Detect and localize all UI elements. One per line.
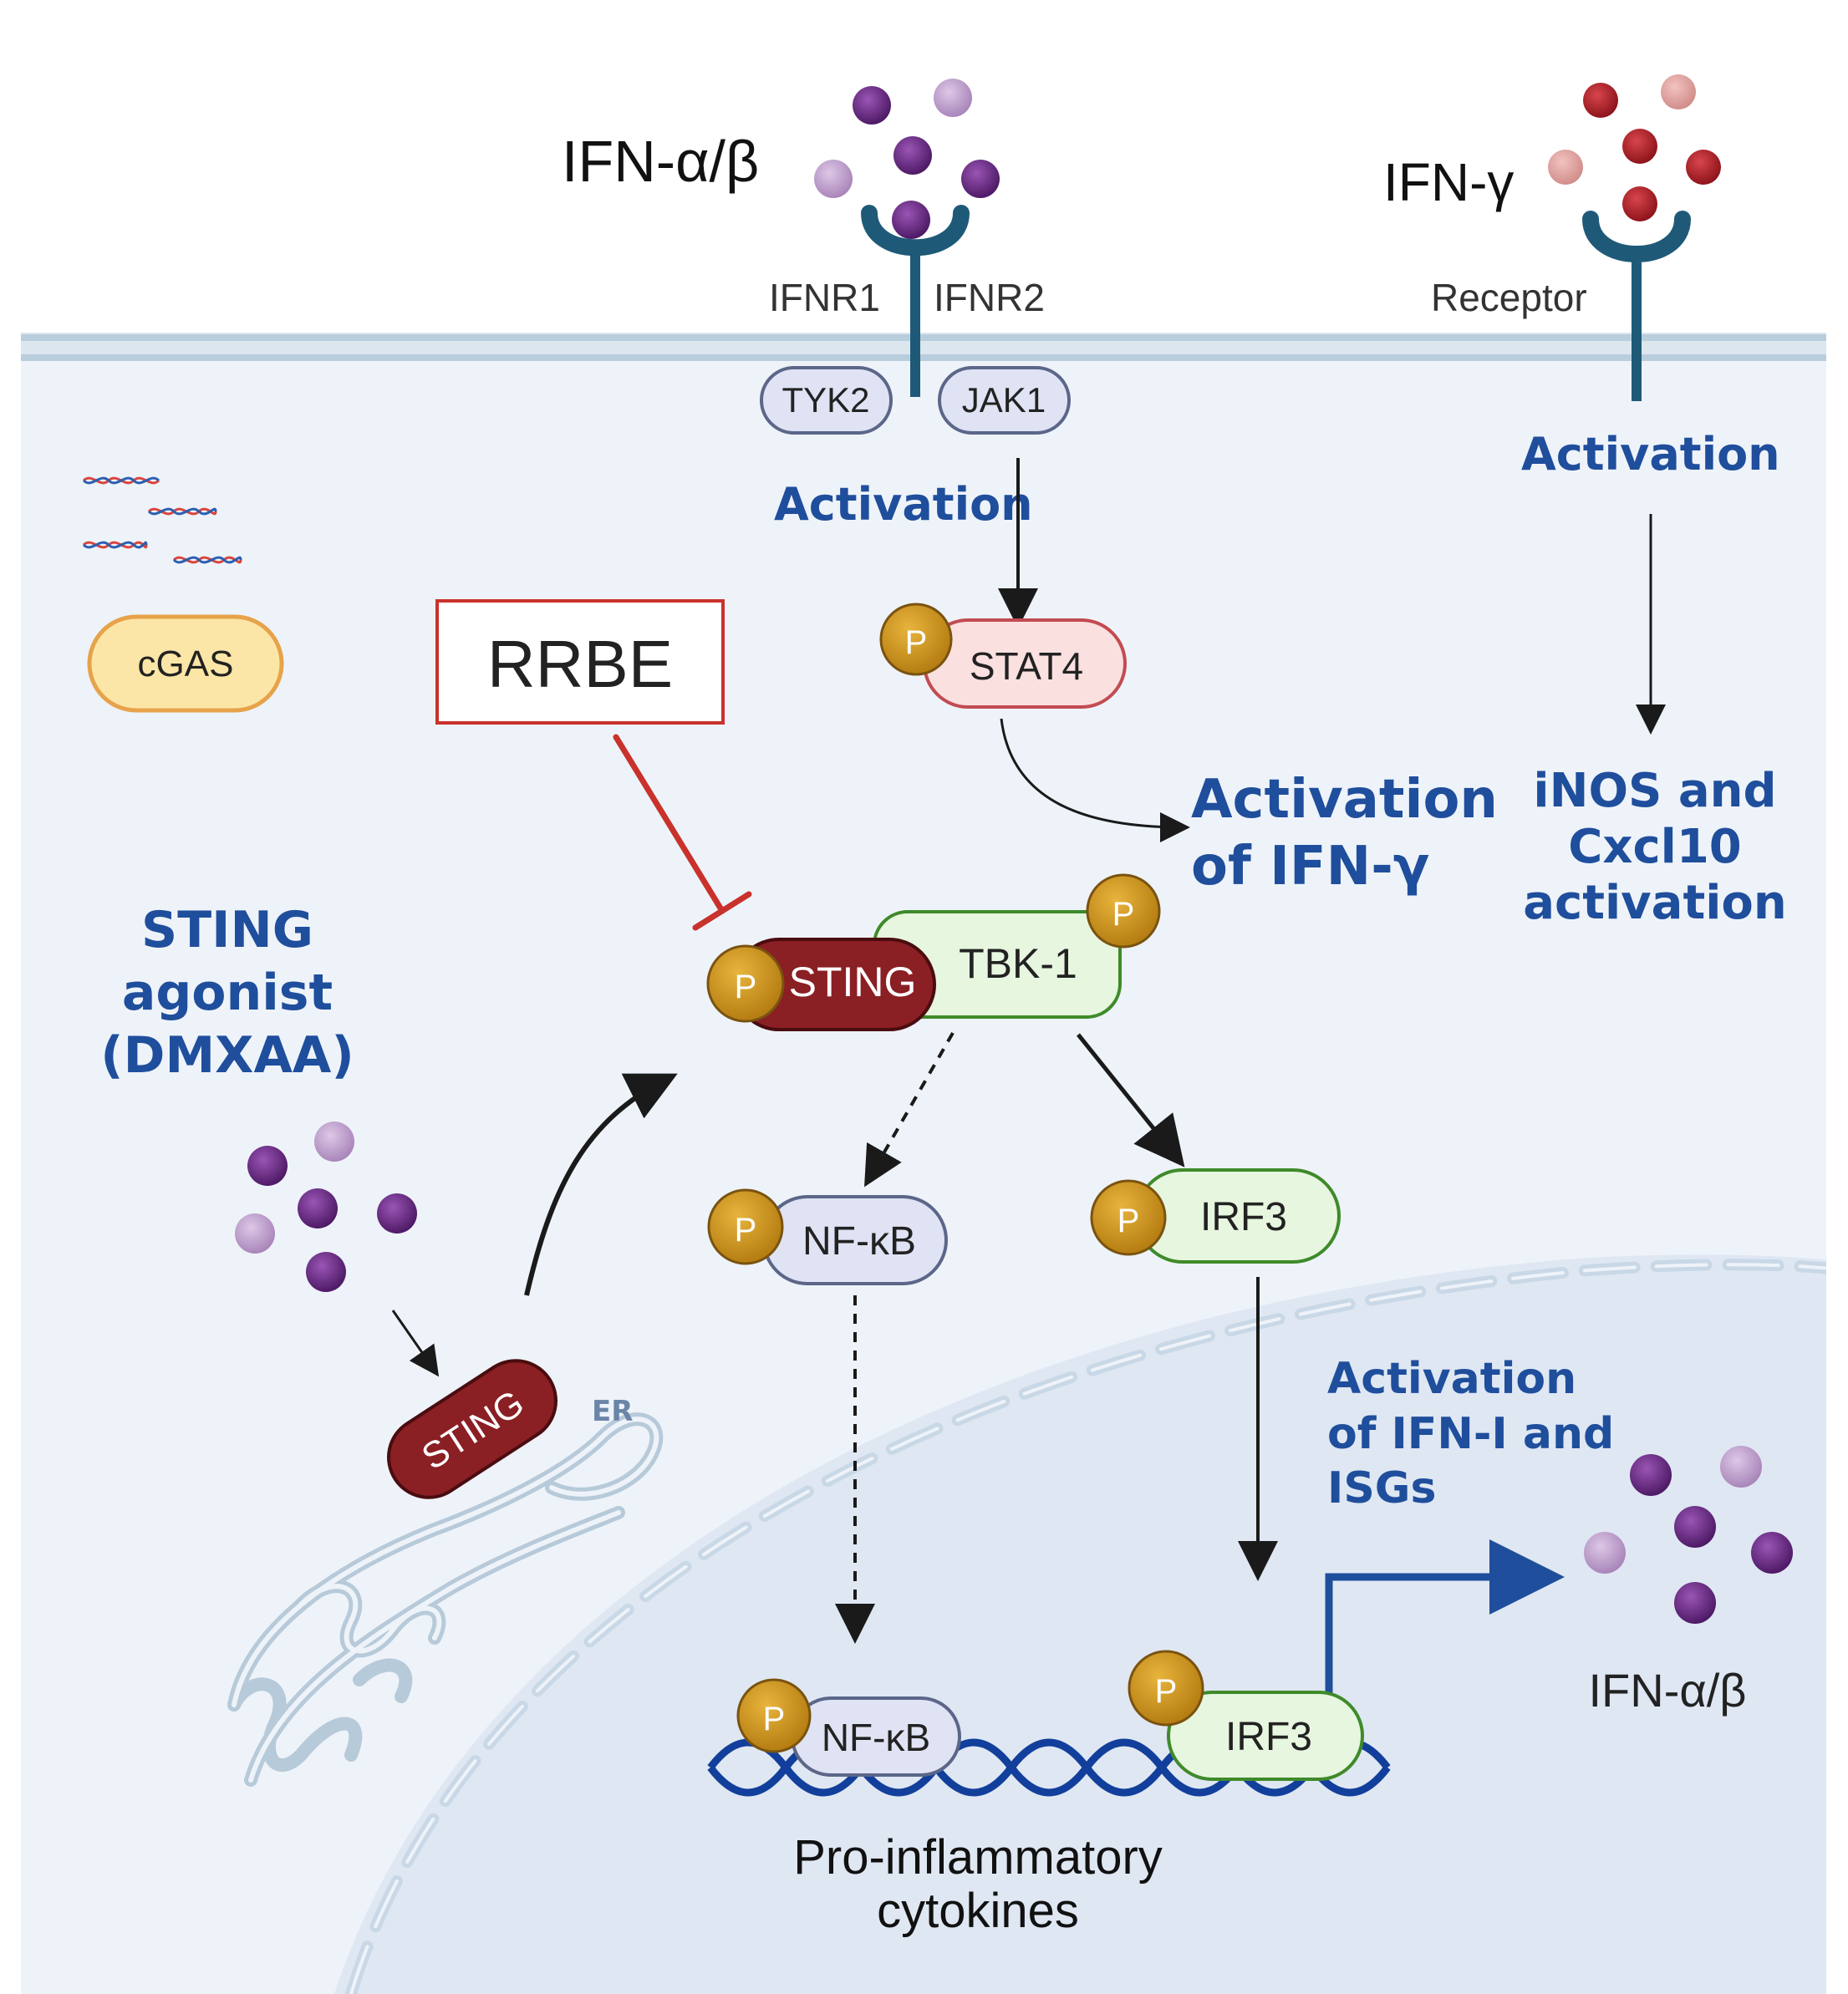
svg-text:cGAS: cGAS (138, 643, 234, 684)
er-label: ER (592, 1395, 633, 1428)
cgas-protein: cGAS (87, 614, 284, 713)
svg-text:P: P (763, 1701, 786, 1737)
phospho-group-icon: P (879, 603, 953, 676)
svg-text:TBK-1: TBK-1 (959, 940, 1077, 987)
svg-text:(DMXAA): (DMXAA) (100, 1026, 354, 1085)
ifn-output-particle-icon (1584, 1446, 1793, 1624)
svg-text:P: P (735, 1212, 757, 1249)
plasma-membrane (21, 333, 1826, 361)
svg-text:JAK1: JAK1 (962, 380, 1046, 420)
svg-text:IRF3: IRF3 (1225, 1715, 1312, 1759)
pro-inflammatory-label: Pro-inflammatory cytokines (793, 1830, 1163, 1938)
svg-text:agonist: agonist (122, 964, 333, 1022)
svg-text:P: P (735, 969, 757, 1005)
nfkb-protein: NF-κB (762, 1195, 948, 1285)
sting-agonist-label: STING agonist (DMXAA) (100, 901, 354, 1085)
dna-icon (82, 476, 242, 564)
svg-text:Pro-inflammatory: Pro-inflammatory (793, 1830, 1163, 1885)
ifnar-receptor-icon (861, 205, 970, 397)
inos-cxcl10-label: iNOS and Cxcl10 activation (1523, 764, 1787, 930)
nfkb-dna-protein: NF-κB (791, 1696, 961, 1777)
rrbe-inhibitor-box: RRBE (435, 599, 725, 725)
ifnr1-label: IFNR1 (769, 276, 880, 319)
ifng-receptor-label: Receptor (1431, 276, 1587, 319)
arrow-complex-nfkb (864, 1032, 955, 1188)
arrow-stat4-ifng (1000, 718, 1190, 842)
svg-text:RRBE: RRBE (487, 627, 673, 701)
ifn-ab-top-label: IFN-α/β (562, 129, 759, 194)
svg-text:TYK2: TYK2 (781, 380, 869, 420)
phospho-group-icon: P (1086, 873, 1161, 949)
svg-text:cytokines: cytokines (877, 1884, 1079, 1938)
ifng-top-label: IFN-γ (1383, 152, 1514, 212)
activation-label-right: Activation (1521, 428, 1780, 481)
sting-protein: STING (732, 938, 936, 1031)
dmxaa-particle-icon (235, 1122, 417, 1292)
svg-text:STING: STING (789, 959, 917, 1005)
arrow-irf3-ifn-output (1325, 1539, 1565, 1705)
svg-text:STAT4: STAT4 (970, 644, 1083, 688)
tyk2-kinase: TYK2 (760, 366, 893, 435)
ifnr2-label: IFNR2 (934, 276, 1045, 319)
activation-label-left: Activation (774, 478, 1033, 531)
activation-of-ifng-label: Activation of IFN-γ (1191, 769, 1498, 898)
phospho-group-icon: P (736, 1678, 812, 1753)
svg-text:Activation: Activation (1327, 1354, 1576, 1404)
svg-text:P: P (1117, 1203, 1140, 1239)
phospho-group-icon: P (1128, 1650, 1204, 1727)
ifng-receptor-icon (1582, 211, 1691, 401)
svg-text:iNOS and: iNOS and (1533, 764, 1776, 818)
ifng-particle-icon (1548, 74, 1721, 221)
svg-text:NF-κB: NF-κB (822, 1716, 930, 1759)
arrow-sting-er-complex (524, 1073, 678, 1296)
arrow-complex-irf3 (1077, 1033, 1185, 1167)
svg-text:P: P (1112, 896, 1135, 933)
svg-text:STING: STING (141, 901, 313, 959)
ligand-particle-icon (814, 79, 1000, 239)
jak1-kinase: JAK1 (938, 366, 1071, 435)
nucleus (334, 1254, 1826, 1994)
svg-text:NF-κB: NF-κB (802, 1219, 916, 1264)
ifn1-isgs-label: Activation of IFN-I and ISGs (1327, 1354, 1614, 1513)
irf3-protein: IRF3 (1135, 1168, 1341, 1264)
svg-text:of IFN-I and: of IFN-I and (1327, 1409, 1614, 1459)
irf3-dna-protein: IRF3 (1167, 1691, 1364, 1781)
svg-text:P: P (1155, 1673, 1178, 1710)
phospho-group-icon: P (1090, 1179, 1167, 1256)
svg-text:Cxcl10: Cxcl10 (1568, 820, 1742, 874)
svg-text:P: P (905, 624, 928, 661)
ifn-ab-bottom-label: IFN-α/β (1589, 1664, 1747, 1717)
svg-text:ISGs: ISGs (1327, 1463, 1436, 1513)
phospho-group-icon: P (707, 1188, 784, 1265)
svg-text:IRF3: IRF3 (1200, 1195, 1287, 1239)
svg-text:of IFN-γ: of IFN-γ (1191, 836, 1429, 898)
svg-text:Activation: Activation (1191, 769, 1498, 831)
phospho-group-icon: P (706, 944, 785, 1023)
arrow-dmxaa-sting (391, 1310, 440, 1377)
svg-text:activation: activation (1523, 876, 1787, 930)
inhibition-line-rrbe-sting (613, 734, 752, 931)
stat4-protein: STAT4 (923, 618, 1127, 709)
